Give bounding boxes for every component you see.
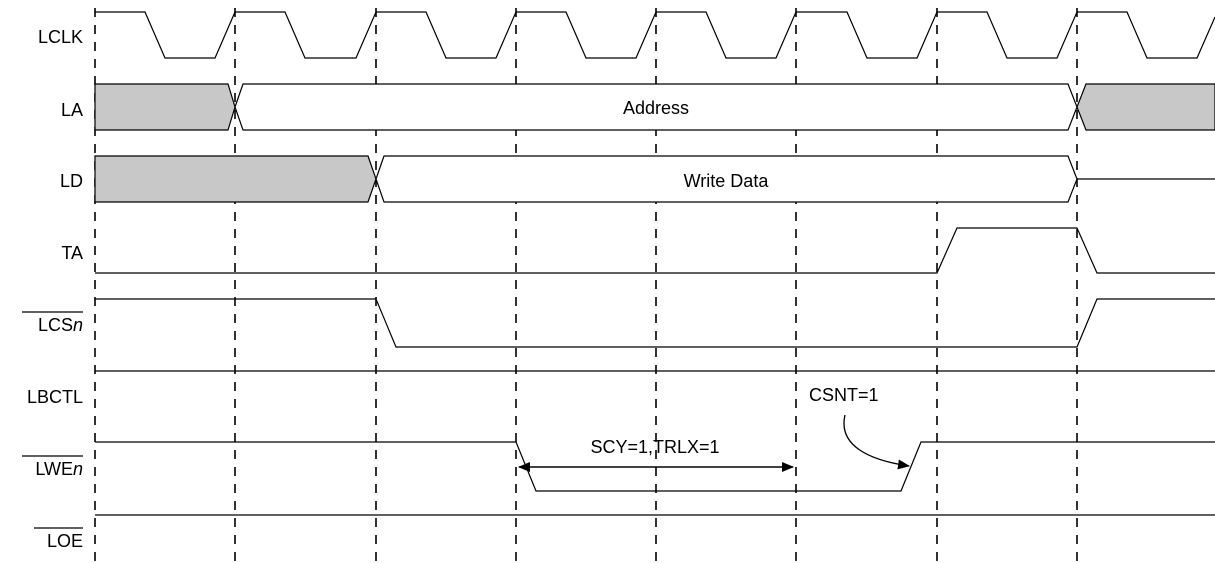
lcsn-waveform <box>95 298 1215 348</box>
label-lclk: LCLK <box>38 27 83 47</box>
label-ta: TA <box>61 243 83 263</box>
label-lcsn: LCSn <box>38 315 83 335</box>
label-la: LA <box>61 100 83 120</box>
label-lbctl: LBCTL <box>27 387 83 407</box>
label-ld: LD <box>60 171 83 191</box>
address-label: Address <box>623 98 689 118</box>
write-data-label: Write Data <box>684 171 770 191</box>
csnt-label: CSNT=1 <box>809 385 879 405</box>
ld-invalid <box>94 155 377 203</box>
ta-waveform <box>95 227 1215 274</box>
label-loe: LOE <box>47 531 83 551</box>
lwen-waveform <box>95 441 1215 492</box>
la-invalid-left <box>94 83 236 131</box>
csnt-arrow <box>843 414 910 470</box>
label-lwen: LWEn <box>35 459 83 479</box>
csnt-annotation: CSNT=1 <box>806 381 910 470</box>
ld-bus: Write Data <box>94 155 1215 203</box>
csnt-label-bg <box>806 381 910 407</box>
lclk-waveform <box>95 11 1215 59</box>
signal-labels: LCLK LA LD TA LCSn LBCTL LWEn LOE <box>22 27 83 551</box>
interval-label: SCY=1,TRLX=1 <box>590 437 719 457</box>
la-bus: Address <box>94 83 1215 131</box>
scy-trlx-annotation: SCY=1,TRLX=1 <box>518 437 794 472</box>
la-invalid-right <box>1076 83 1215 131</box>
